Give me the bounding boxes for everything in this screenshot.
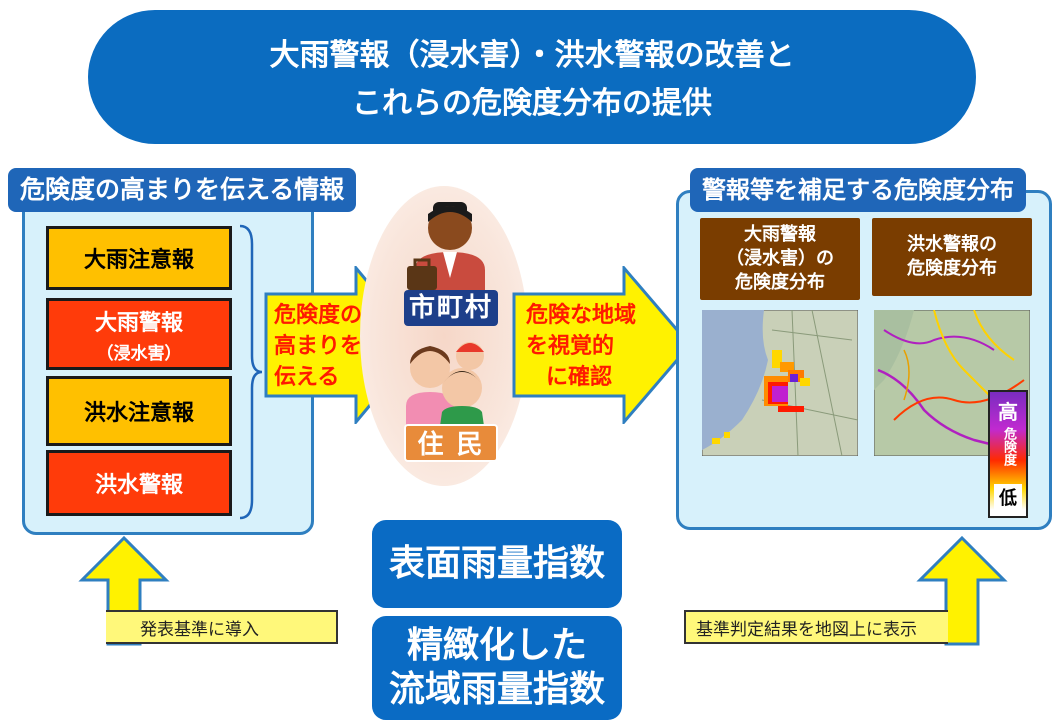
warning-item-flood-warning: 洪水警報 <box>46 450 232 516</box>
legend-mid-label: 危険度 <box>1001 427 1016 466</box>
map-1-caption: 大雨警報 （浸水害）の 危険度分布 <box>700 218 860 300</box>
refined-basin-index-line-2: 流域雨量指数 <box>388 669 605 710</box>
arrow-up-right <box>916 536 1008 646</box>
map-2-caption: 洪水警報の 危険度分布 <box>872 218 1032 296</box>
arrow-2-line-3: に確認 <box>546 365 613 390</box>
arrow-2-line-2: を視覚的 <box>526 334 615 359</box>
right-panel-title: 警報等を補足する危険度分布 <box>690 168 1026 212</box>
arrow-1-text: 危険度の 高まりを 伝える <box>274 300 362 393</box>
warning-sublabel: （浸水害） <box>96 343 182 364</box>
surface-rainfall-index-box: 表面雨量指数 <box>372 520 622 608</box>
legend-high-label: 高 <box>998 400 1018 424</box>
warning-item-heavy-rain-advisory: 大雨注意報 <box>46 226 232 290</box>
warning-item-heavy-rain-warning: 大雨警報 （浸水害） <box>46 298 232 370</box>
municipality-label: 市町村 <box>404 290 498 326</box>
surface-rainfall-index-label: 表面雨量指数 <box>388 543 605 584</box>
map-1-caption-line-2: （浸水害）の <box>726 248 834 269</box>
refined-basin-index-line-1: 精緻化した <box>406 625 587 666</box>
risk-legend: 高 危険度 低 <box>988 390 1028 518</box>
warning-label: 大雨注意報 <box>83 248 194 273</box>
title-banner: 大雨警報（浸水害）・洪水警報の改善と これらの危険度分布の提供 <box>88 10 976 144</box>
arrow-2-text: 危険な地域 を視覚的 に確認 <box>526 300 636 393</box>
arrow-to-map-panel <box>512 266 692 424</box>
bottom-right-label-text: 基準判定結果を地図上に表示 <box>696 619 917 640</box>
inundation-risk-map <box>702 310 858 456</box>
warning-item-flood-advisory: 洪水注意報 <box>46 376 232 446</box>
map-1-caption-line-3: 危険度分布 <box>735 272 825 293</box>
residents-label: 住 民 <box>404 424 498 462</box>
refined-basin-index-box: 精緻化した 流域雨量指数 <box>372 616 622 720</box>
municipal-official-icon <box>407 202 485 296</box>
arrow-1-line-2: 高まりを <box>274 334 363 359</box>
grouping-brace <box>239 224 263 520</box>
bottom-left-label: 発表基準に導入 <box>106 610 338 644</box>
map-1-caption-line-1: 大雨警報 <box>744 224 816 245</box>
map-2-caption-line-1: 洪水警報の <box>907 234 997 255</box>
bottom-left-label-text: 発表基準に導入 <box>140 619 259 640</box>
arrow-2-line-1: 危険な地域 <box>526 303 637 328</box>
arrow-1-line-1: 危険度の <box>274 303 363 328</box>
warning-label: 洪水注意報 <box>83 401 194 426</box>
left-panel-title: 危険度の高まりを伝える情報 <box>8 168 357 212</box>
legend-low-label: 低 <box>994 484 1022 510</box>
residents-icon <box>406 342 484 426</box>
map-2-caption-line-2: 危険度分布 <box>907 258 997 279</box>
arrow-1-line-3: 伝える <box>274 365 340 390</box>
warning-label: 大雨警報 <box>94 310 183 336</box>
arrow-up-left <box>78 536 170 646</box>
title-line-1: 大雨警報（浸水害）・洪水警報の改善と <box>269 38 795 73</box>
warning-label: 洪水警報 <box>94 473 183 498</box>
bottom-right-label: 基準判定結果を地図上に表示 <box>684 610 948 644</box>
title-line-2: これらの危険度分布の提供 <box>352 86 712 121</box>
